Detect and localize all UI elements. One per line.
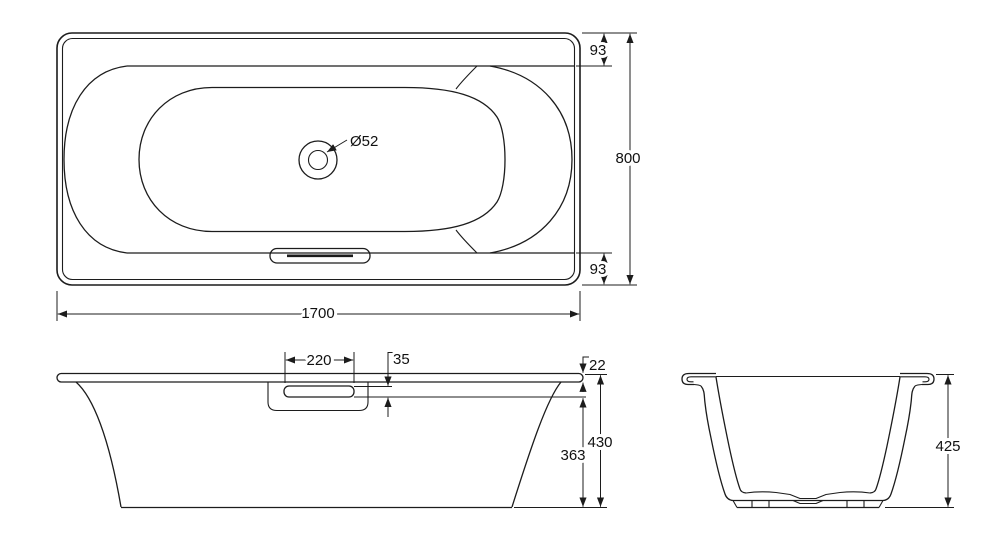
dim-drain-diameter: Ø52: [350, 133, 378, 150]
end-right-flange-inner: [900, 376, 930, 383]
plan-slope-line-bottom: [455, 229, 478, 254]
plan-slope-line-top: [455, 65, 478, 90]
drain-outer-circle: [298, 140, 338, 180]
drain-inner-circle: [307, 149, 329, 171]
overflow-grip-plan: [269, 247, 371, 264]
dim-800: 800: [615, 150, 640, 167]
end-left-flange-connector: [693, 383, 702, 387]
front-overflow-slot: [283, 385, 355, 398]
end-left-wall-inner: [715, 376, 747, 494]
end-floor-inner-line: [745, 491, 871, 500]
front-left-skirt: [75, 381, 122, 508]
dim-line-22-upper: [579, 356, 589, 373]
dim-220: 220: [306, 352, 331, 369]
dim-93-bottom: 93: [590, 261, 607, 278]
front-view: 220 35 22 430 363: [56, 348, 616, 509]
dim-22: 22: [589, 357, 606, 374]
front-right-skirt: [511, 381, 562, 508]
dim-35: 35: [393, 351, 410, 368]
end-view: 425: [681, 372, 964, 509]
end-drain-recess-mark: [792, 499, 824, 505]
plan-inner-rim: [61, 37, 576, 281]
plan-view: Ø52 93 93 800 1700: [56, 32, 644, 325]
end-left-flange-inner: [686, 376, 716, 383]
end-feet-marks: [751, 500, 865, 508]
dim-363: 363: [560, 447, 585, 464]
dim-1700: 1700: [301, 305, 334, 322]
dim-430: 430: [587, 434, 612, 451]
drain-leader-line: [326, 139, 348, 153]
end-right-wall-outer: [882, 385, 916, 502]
end-left-flange-outer: [681, 372, 716, 386]
plan-backrest-arc: [489, 65, 573, 254]
end-right-flange-outer: [900, 372, 935, 386]
dim-93-top: 93: [590, 42, 607, 59]
end-base-corners: [732, 500, 884, 508]
end-right-flange-connector: [914, 383, 923, 387]
plan-basin-floor-outline: [138, 86, 506, 233]
end-right-wall-inner: [869, 376, 901, 494]
front-grip-recess: [267, 382, 369, 412]
dim-line-35-upper: [384, 352, 394, 386]
plan-outer-rim: [56, 32, 581, 286]
dim-425: 425: [935, 438, 960, 455]
front-rim-bar: [56, 372, 584, 383]
end-left-wall-outer: [700, 385, 734, 502]
plan-basin-left-arc: [63, 65, 128, 254]
